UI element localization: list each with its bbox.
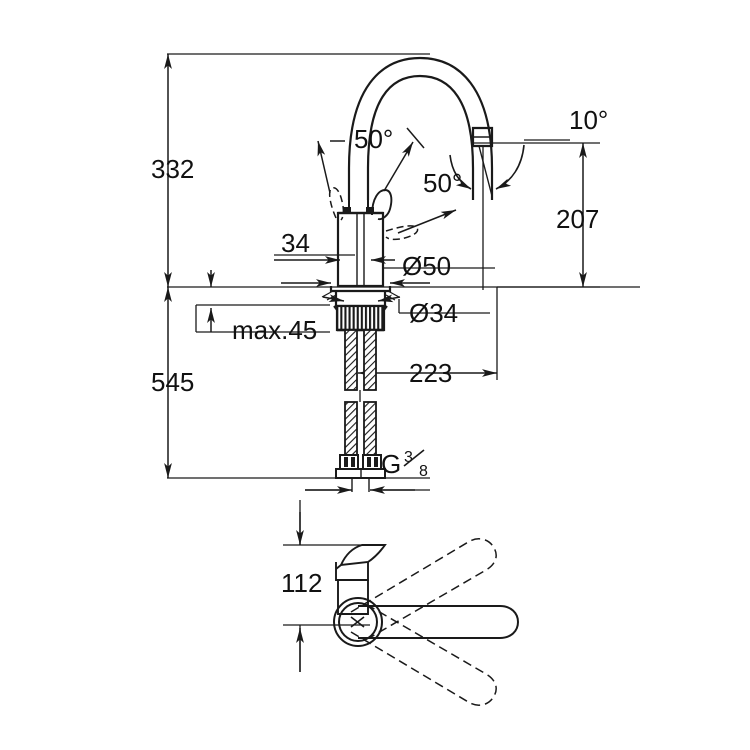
lever-handle-right-ghost bbox=[385, 225, 419, 241]
label-g38-denominator: 8 bbox=[419, 463, 428, 480]
label-g38: G 3 8 bbox=[381, 449, 428, 480]
lever-handle bbox=[371, 189, 393, 221]
label-34: 34 bbox=[281, 228, 310, 258]
extension-lines bbox=[167, 53, 640, 672]
mixer-body bbox=[336, 211, 385, 288]
knurled-nut bbox=[333, 304, 388, 332]
label-d34: Ø34 bbox=[409, 298, 458, 328]
top-view-spout-up-ghost bbox=[350, 538, 497, 638]
label-332: 332 bbox=[151, 154, 194, 184]
label-223: 223 bbox=[409, 358, 452, 388]
top-view-body bbox=[335, 544, 387, 615]
angle-10-arc bbox=[449, 144, 525, 190]
lever-handle-left-ghost bbox=[328, 186, 345, 221]
label-angle-10: 10° bbox=[569, 105, 608, 135]
label-g38-numerator: 3 bbox=[404, 449, 413, 466]
label-angle-50-right: 50° bbox=[423, 168, 462, 198]
cartridge-stem bbox=[343, 200, 374, 213]
label-g38-prefix: G bbox=[381, 449, 401, 479]
top-view-spout-down-ghost bbox=[350, 606, 497, 706]
label-angle-50-left: 50° bbox=[354, 124, 393, 154]
label-d50: Ø50 bbox=[402, 251, 451, 281]
dimension-d34 bbox=[322, 294, 401, 303]
angle-50-left-leader bbox=[317, 140, 345, 194]
base-flange bbox=[329, 286, 392, 308]
angle-50-upper-right-leader bbox=[383, 127, 425, 192]
spout-outline bbox=[347, 56, 494, 200]
top-view-center-mark bbox=[350, 616, 365, 628]
label-207: 207 bbox=[556, 204, 599, 234]
top-view-spout-center bbox=[358, 605, 520, 639]
supply-hoses-upper bbox=[344, 329, 377, 391]
spout-tilt-line bbox=[478, 145, 493, 197]
flange-hatch bbox=[321, 290, 400, 301]
g38-connectors bbox=[335, 454, 386, 492]
label-112: 112 bbox=[281, 568, 322, 598]
top-view-pivot bbox=[333, 597, 383, 647]
aerator-outlet bbox=[471, 126, 494, 148]
label-545: 545 bbox=[151, 367, 194, 397]
label-max45: max.45 bbox=[232, 315, 317, 345]
angle-50-lower-right-leader bbox=[397, 209, 457, 234]
